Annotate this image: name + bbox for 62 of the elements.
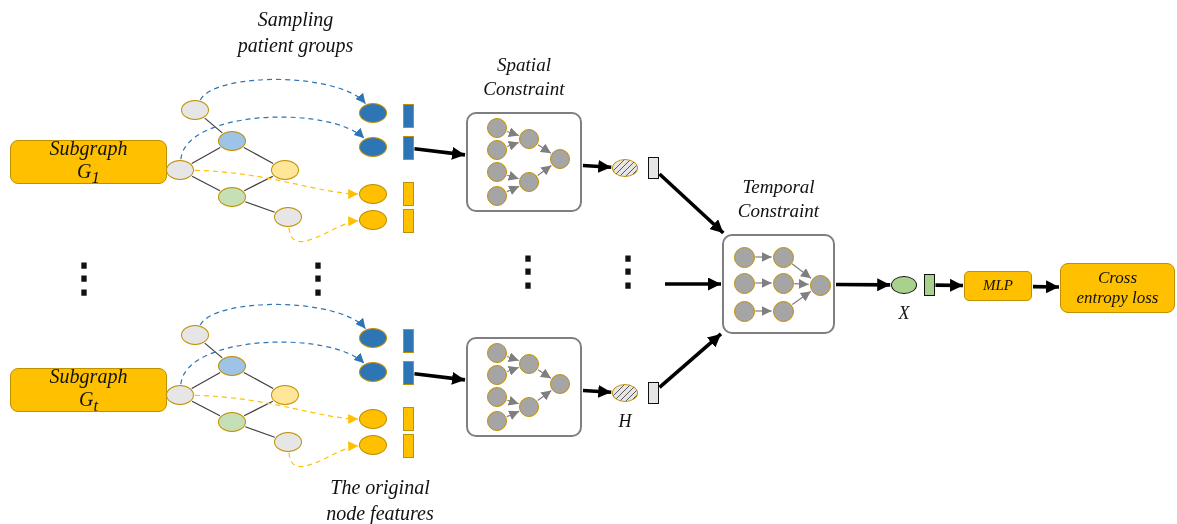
connector-line bbox=[243, 371, 274, 390]
ellipsis-dots: ⋮ bbox=[298, 258, 328, 298]
dashed-arrow bbox=[180, 116, 365, 160]
arrow bbox=[506, 396, 520, 406]
connector-line bbox=[243, 175, 274, 192]
ellipsis-dots: ⋮ bbox=[508, 251, 538, 291]
panel-heading: Spatial Constraint bbox=[482, 52, 566, 102]
annotation-text: The original node features bbox=[325, 475, 435, 524]
arrow bbox=[506, 171, 520, 181]
arrow bbox=[414, 371, 466, 385]
arrow bbox=[537, 164, 552, 177]
connector-line bbox=[243, 146, 274, 165]
arrow bbox=[414, 146, 466, 160]
arrow bbox=[754, 252, 773, 262]
arrow bbox=[537, 143, 552, 154]
connector-line bbox=[191, 175, 221, 192]
mlp-box: MLP bbox=[964, 271, 1032, 301]
loss-box: Cross entropy loss bbox=[1060, 263, 1175, 313]
arrow bbox=[506, 352, 520, 362]
connector-line bbox=[204, 117, 223, 134]
arrow bbox=[1032, 280, 1060, 294]
dashed-arrow bbox=[194, 394, 359, 424]
arrow bbox=[754, 278, 773, 288]
arrow bbox=[582, 159, 612, 173]
arrow bbox=[791, 290, 812, 306]
subgraph-box: Subgraph G$_{1}$ bbox=[10, 140, 167, 184]
connector-line bbox=[204, 342, 223, 359]
variable-label: H bbox=[617, 410, 633, 433]
connector-line bbox=[244, 426, 276, 438]
connector-line bbox=[191, 371, 221, 390]
connector-line bbox=[244, 201, 276, 213]
arrow bbox=[836, 278, 891, 292]
connector-line bbox=[243, 400, 274, 417]
arrow bbox=[582, 384, 612, 398]
subgraph-box: Subgraph G$_{t}$ bbox=[10, 368, 167, 412]
variable-label: X bbox=[897, 302, 911, 325]
dashed-arrow bbox=[199, 78, 367, 105]
ellipsis-dots: ⋮ bbox=[64, 258, 94, 298]
annotation-text: Sampling patient groups bbox=[235, 7, 355, 58]
arrow bbox=[658, 332, 723, 389]
dashed-arrow bbox=[288, 217, 359, 243]
arrow bbox=[506, 410, 520, 420]
arrow bbox=[658, 172, 725, 235]
arrow bbox=[537, 389, 552, 402]
ellipsis-dots: ⋮ bbox=[608, 251, 638, 291]
dashed-arrow bbox=[288, 442, 359, 468]
arrow bbox=[506, 127, 520, 137]
panel-heading: Temporal Constraint bbox=[736, 174, 821, 224]
arrow bbox=[754, 306, 773, 316]
connector-line bbox=[191, 146, 221, 165]
dashed-arrow bbox=[199, 303, 367, 330]
arrow bbox=[665, 277, 721, 291]
arrow bbox=[793, 278, 810, 289]
dashed-arrow bbox=[180, 341, 365, 385]
arrow bbox=[935, 278, 964, 292]
dashed-arrow bbox=[194, 169, 359, 199]
connector-line bbox=[191, 400, 221, 417]
arrow bbox=[791, 263, 812, 279]
arrow bbox=[506, 366, 520, 376]
arrow bbox=[537, 368, 552, 379]
arrow bbox=[506, 185, 520, 195]
arrow bbox=[506, 141, 520, 151]
